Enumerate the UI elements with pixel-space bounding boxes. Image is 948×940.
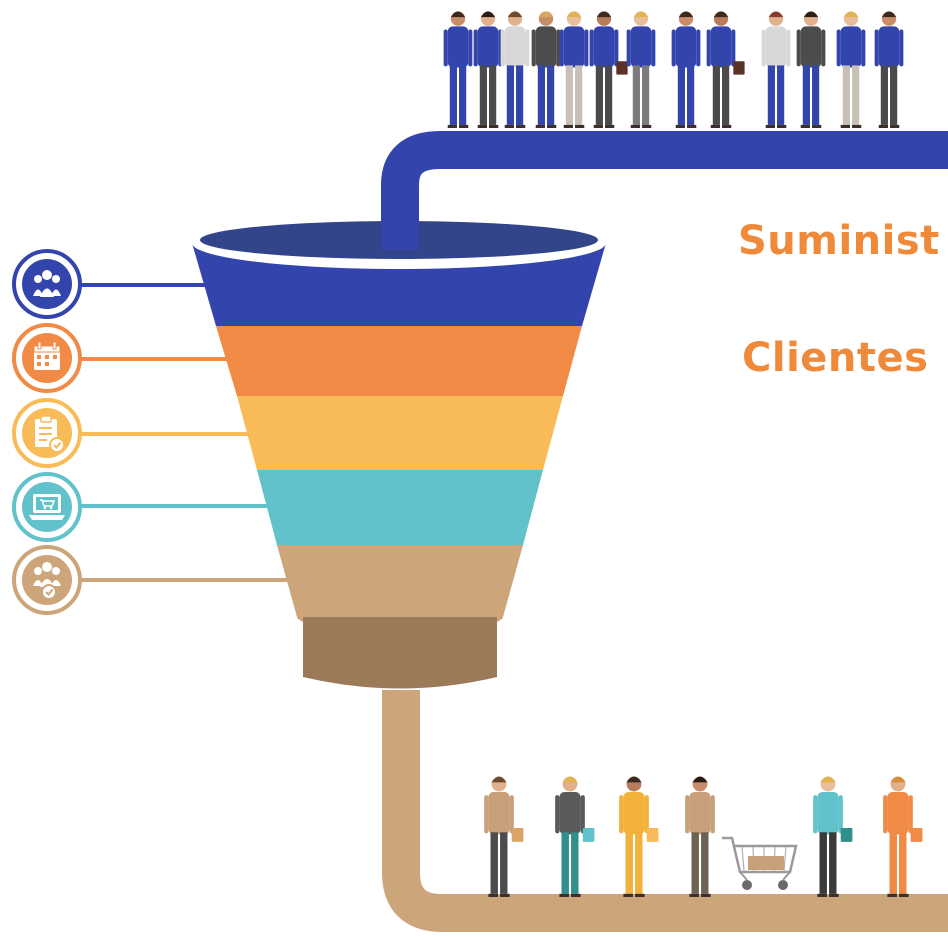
approved-group-icon [12,545,82,615]
person-5 [559,11,589,128]
shopping-cart [722,836,798,890]
person-13 [874,11,904,128]
funnel-spout [303,617,497,689]
person-7 [626,11,656,128]
bottom-pipe [382,690,948,932]
funnel-band-teal [257,470,543,545]
person-6 [589,11,628,128]
funnel-band-tan [277,545,523,617]
person-10 [761,11,791,128]
funnel-band-orange [216,326,582,396]
laptop-cart-icon [12,472,82,542]
label-suministros: Suminist [738,218,940,264]
shopper-4 [685,776,715,897]
team-icon [12,249,82,319]
shopper-2 [555,776,595,897]
person-11 [796,11,826,128]
label-clientes: Clientes [742,335,929,381]
person-4 [531,11,561,128]
top-crowd [443,11,904,128]
person-3 [500,11,530,128]
person-2 [473,11,503,128]
connector-lines [80,283,302,582]
shopper-1 [484,776,524,897]
shopper-3 [619,776,659,897]
funnel [192,195,606,689]
person-1 [443,11,473,128]
person-8 [671,11,701,128]
pipe-drop [381,195,419,250]
funnel-band-yellow [237,396,563,470]
shopper-5 [813,776,853,897]
top-pipe [381,131,948,258]
checklist-icon [12,398,82,468]
calendar-icon [12,323,82,393]
bottom-crowd [484,776,923,897]
shopper-6 [883,776,923,897]
person-12 [836,11,866,128]
person-9 [706,11,745,128]
